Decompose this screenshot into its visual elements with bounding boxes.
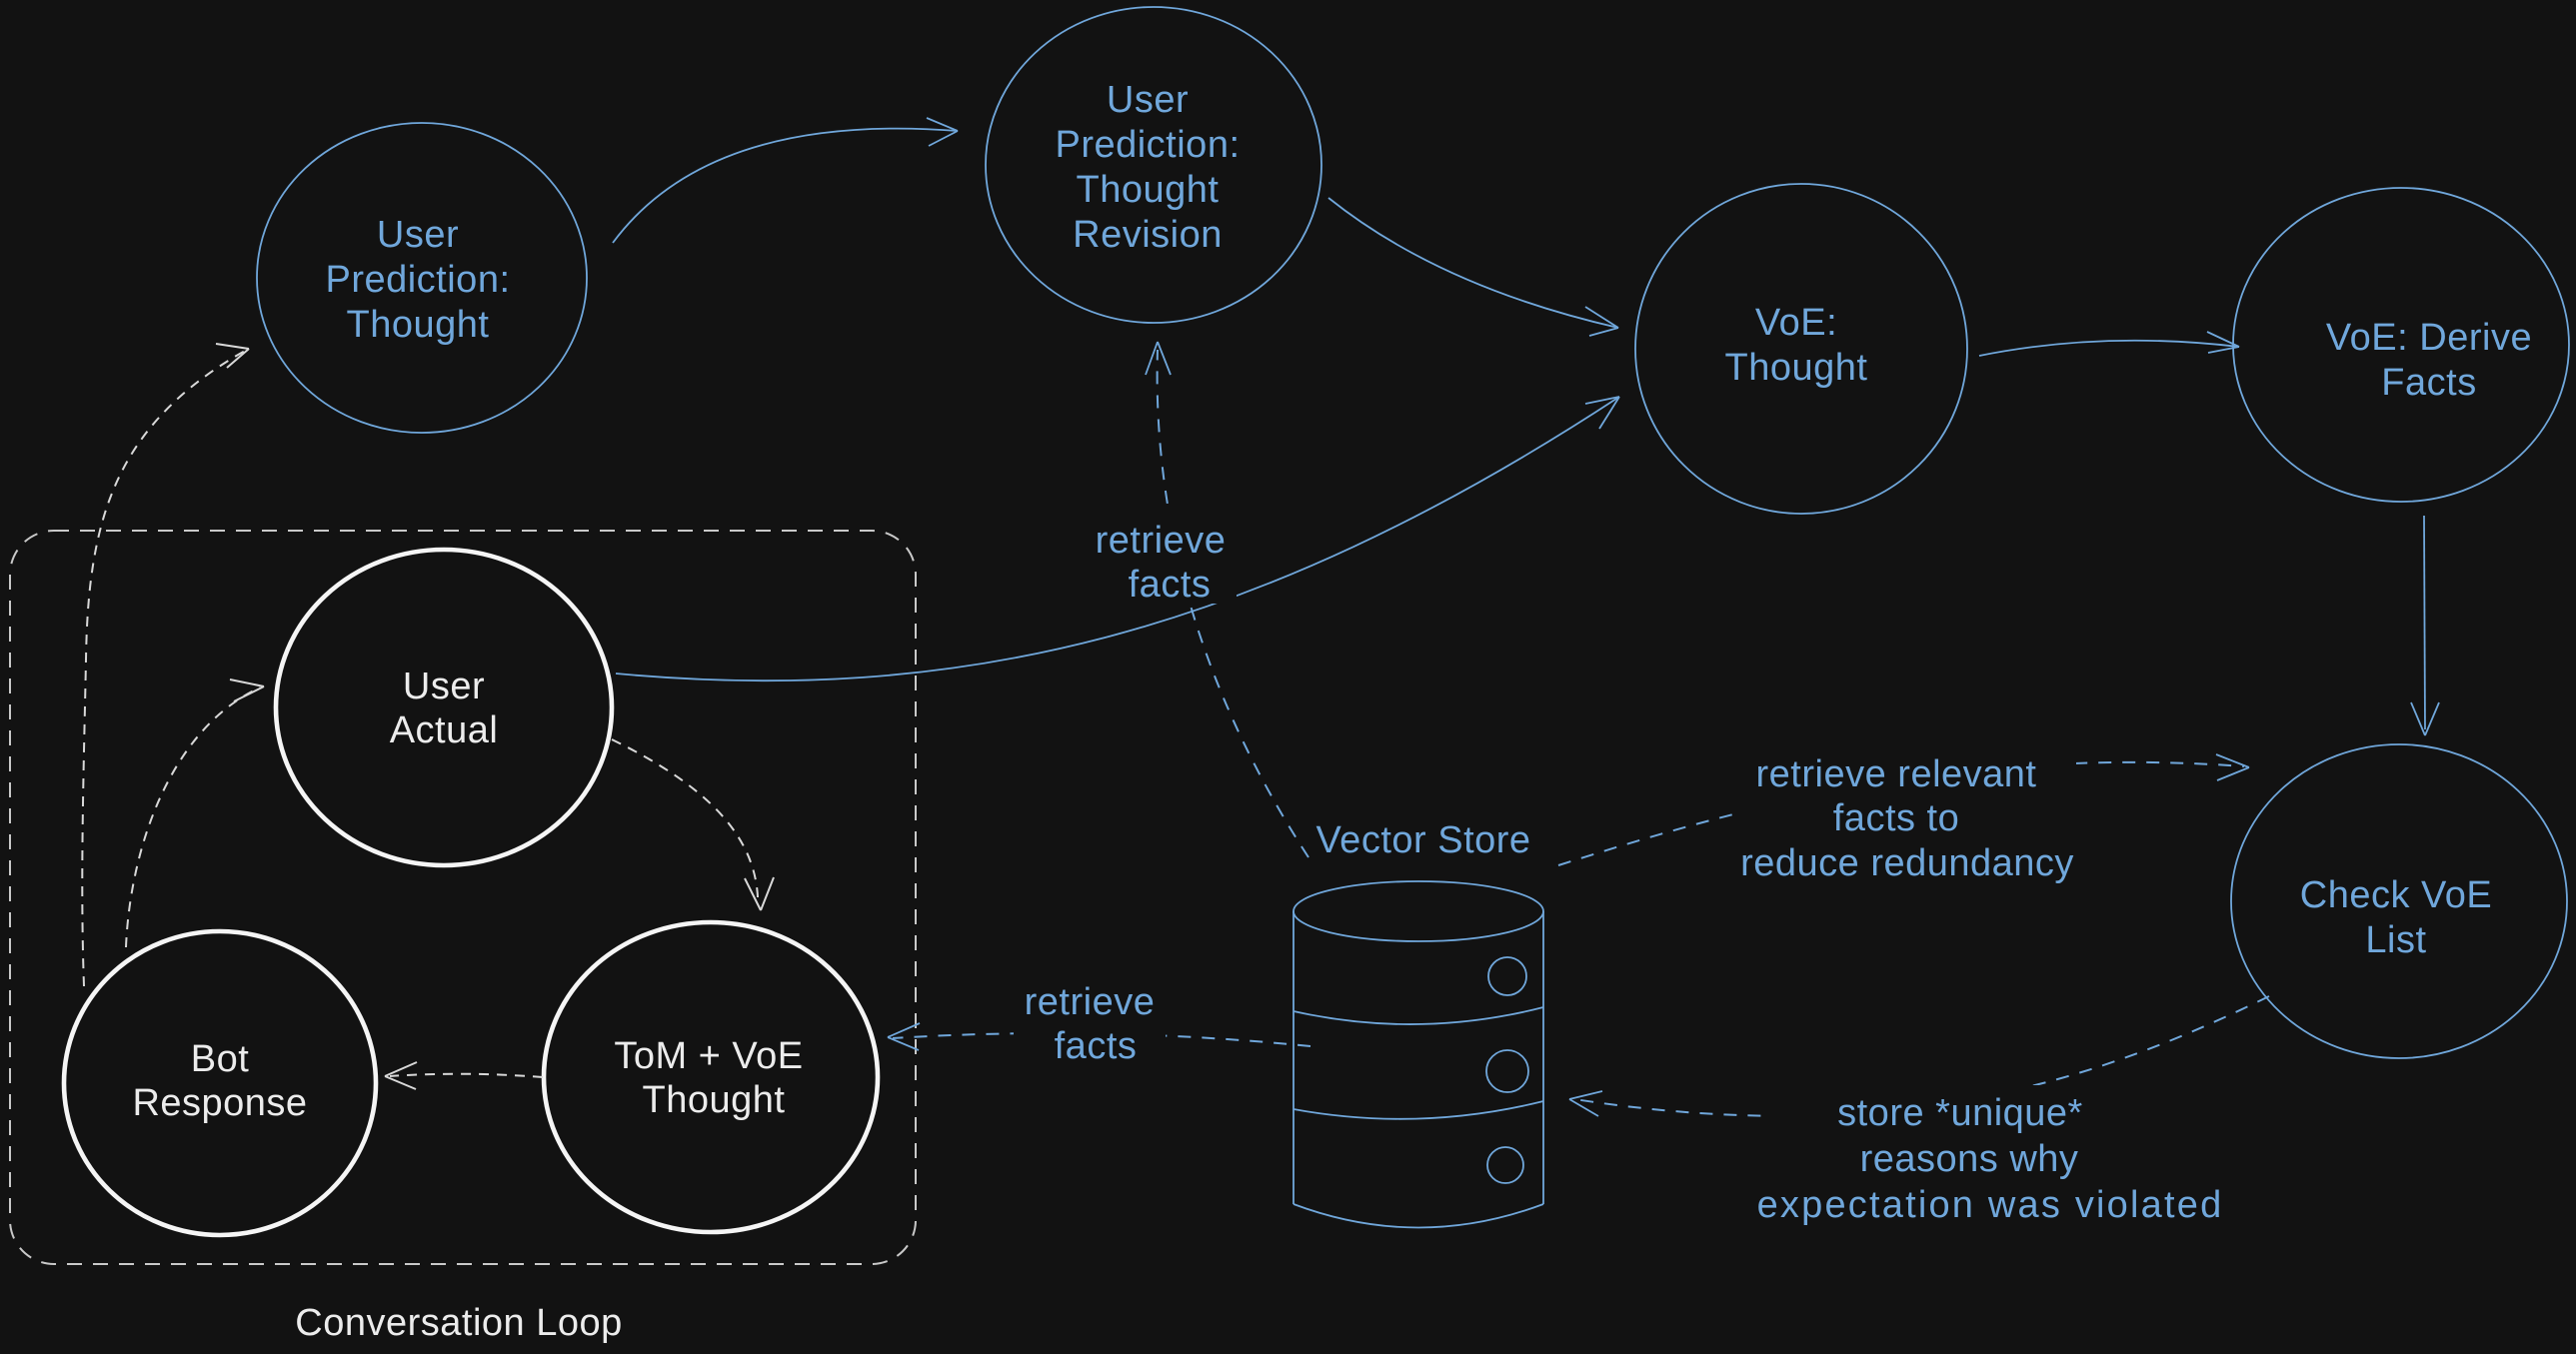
svg-text:facts: facts	[1129, 564, 1212, 606]
svg-text:VoE: Derive: VoE: Derive	[2326, 317, 2532, 359]
svg-text:Thought: Thought	[347, 304, 490, 346]
svg-text:Bot: Bot	[191, 1038, 250, 1080]
svg-text:facts to: facts to	[1833, 797, 1960, 839]
svg-text:Vector Store: Vector Store	[1315, 819, 1530, 861]
svg-text:Thought: Thought	[643, 1079, 786, 1121]
svg-text:User: User	[403, 666, 485, 707]
svg-text:ToM + VoE: ToM + VoE	[614, 1035, 803, 1077]
svg-text:Conversation Loop: Conversation Loop	[295, 1302, 623, 1344]
svg-text:User: User	[1107, 79, 1189, 121]
svg-text:Revision: Revision	[1073, 214, 1223, 256]
svg-text:Facts: Facts	[2381, 362, 2476, 404]
svg-text:retrieve relevant: retrieve relevant	[1756, 753, 2037, 795]
svg-text:Prediction:: Prediction:	[325, 259, 510, 301]
svg-text:reduce redundancy: reduce redundancy	[1740, 842, 2074, 884]
svg-text:Response: Response	[132, 1082, 307, 1124]
svg-text:facts: facts	[1055, 1025, 1138, 1067]
svg-text:reasons why: reasons why	[1860, 1138, 2079, 1180]
svg-text:VoE:: VoE:	[1755, 302, 1837, 344]
svg-text:Check VoE: Check VoE	[2300, 874, 2493, 916]
svg-text:retrieve: retrieve	[1025, 981, 1156, 1023]
svg-text:Thought: Thought	[1077, 169, 1220, 211]
svg-text:List: List	[2365, 919, 2426, 961]
svg-text:User: User	[377, 214, 459, 256]
svg-text:store *unique*: store *unique*	[1837, 1092, 2083, 1134]
svg-text:Actual: Actual	[390, 709, 499, 751]
svg-text:Thought: Thought	[1725, 347, 1868, 389]
svg-text:Prediction:: Prediction:	[1055, 124, 1240, 166]
svg-text:expectation was violated: expectation was violated	[1757, 1184, 2224, 1226]
svg-text:retrieve: retrieve	[1096, 520, 1227, 562]
